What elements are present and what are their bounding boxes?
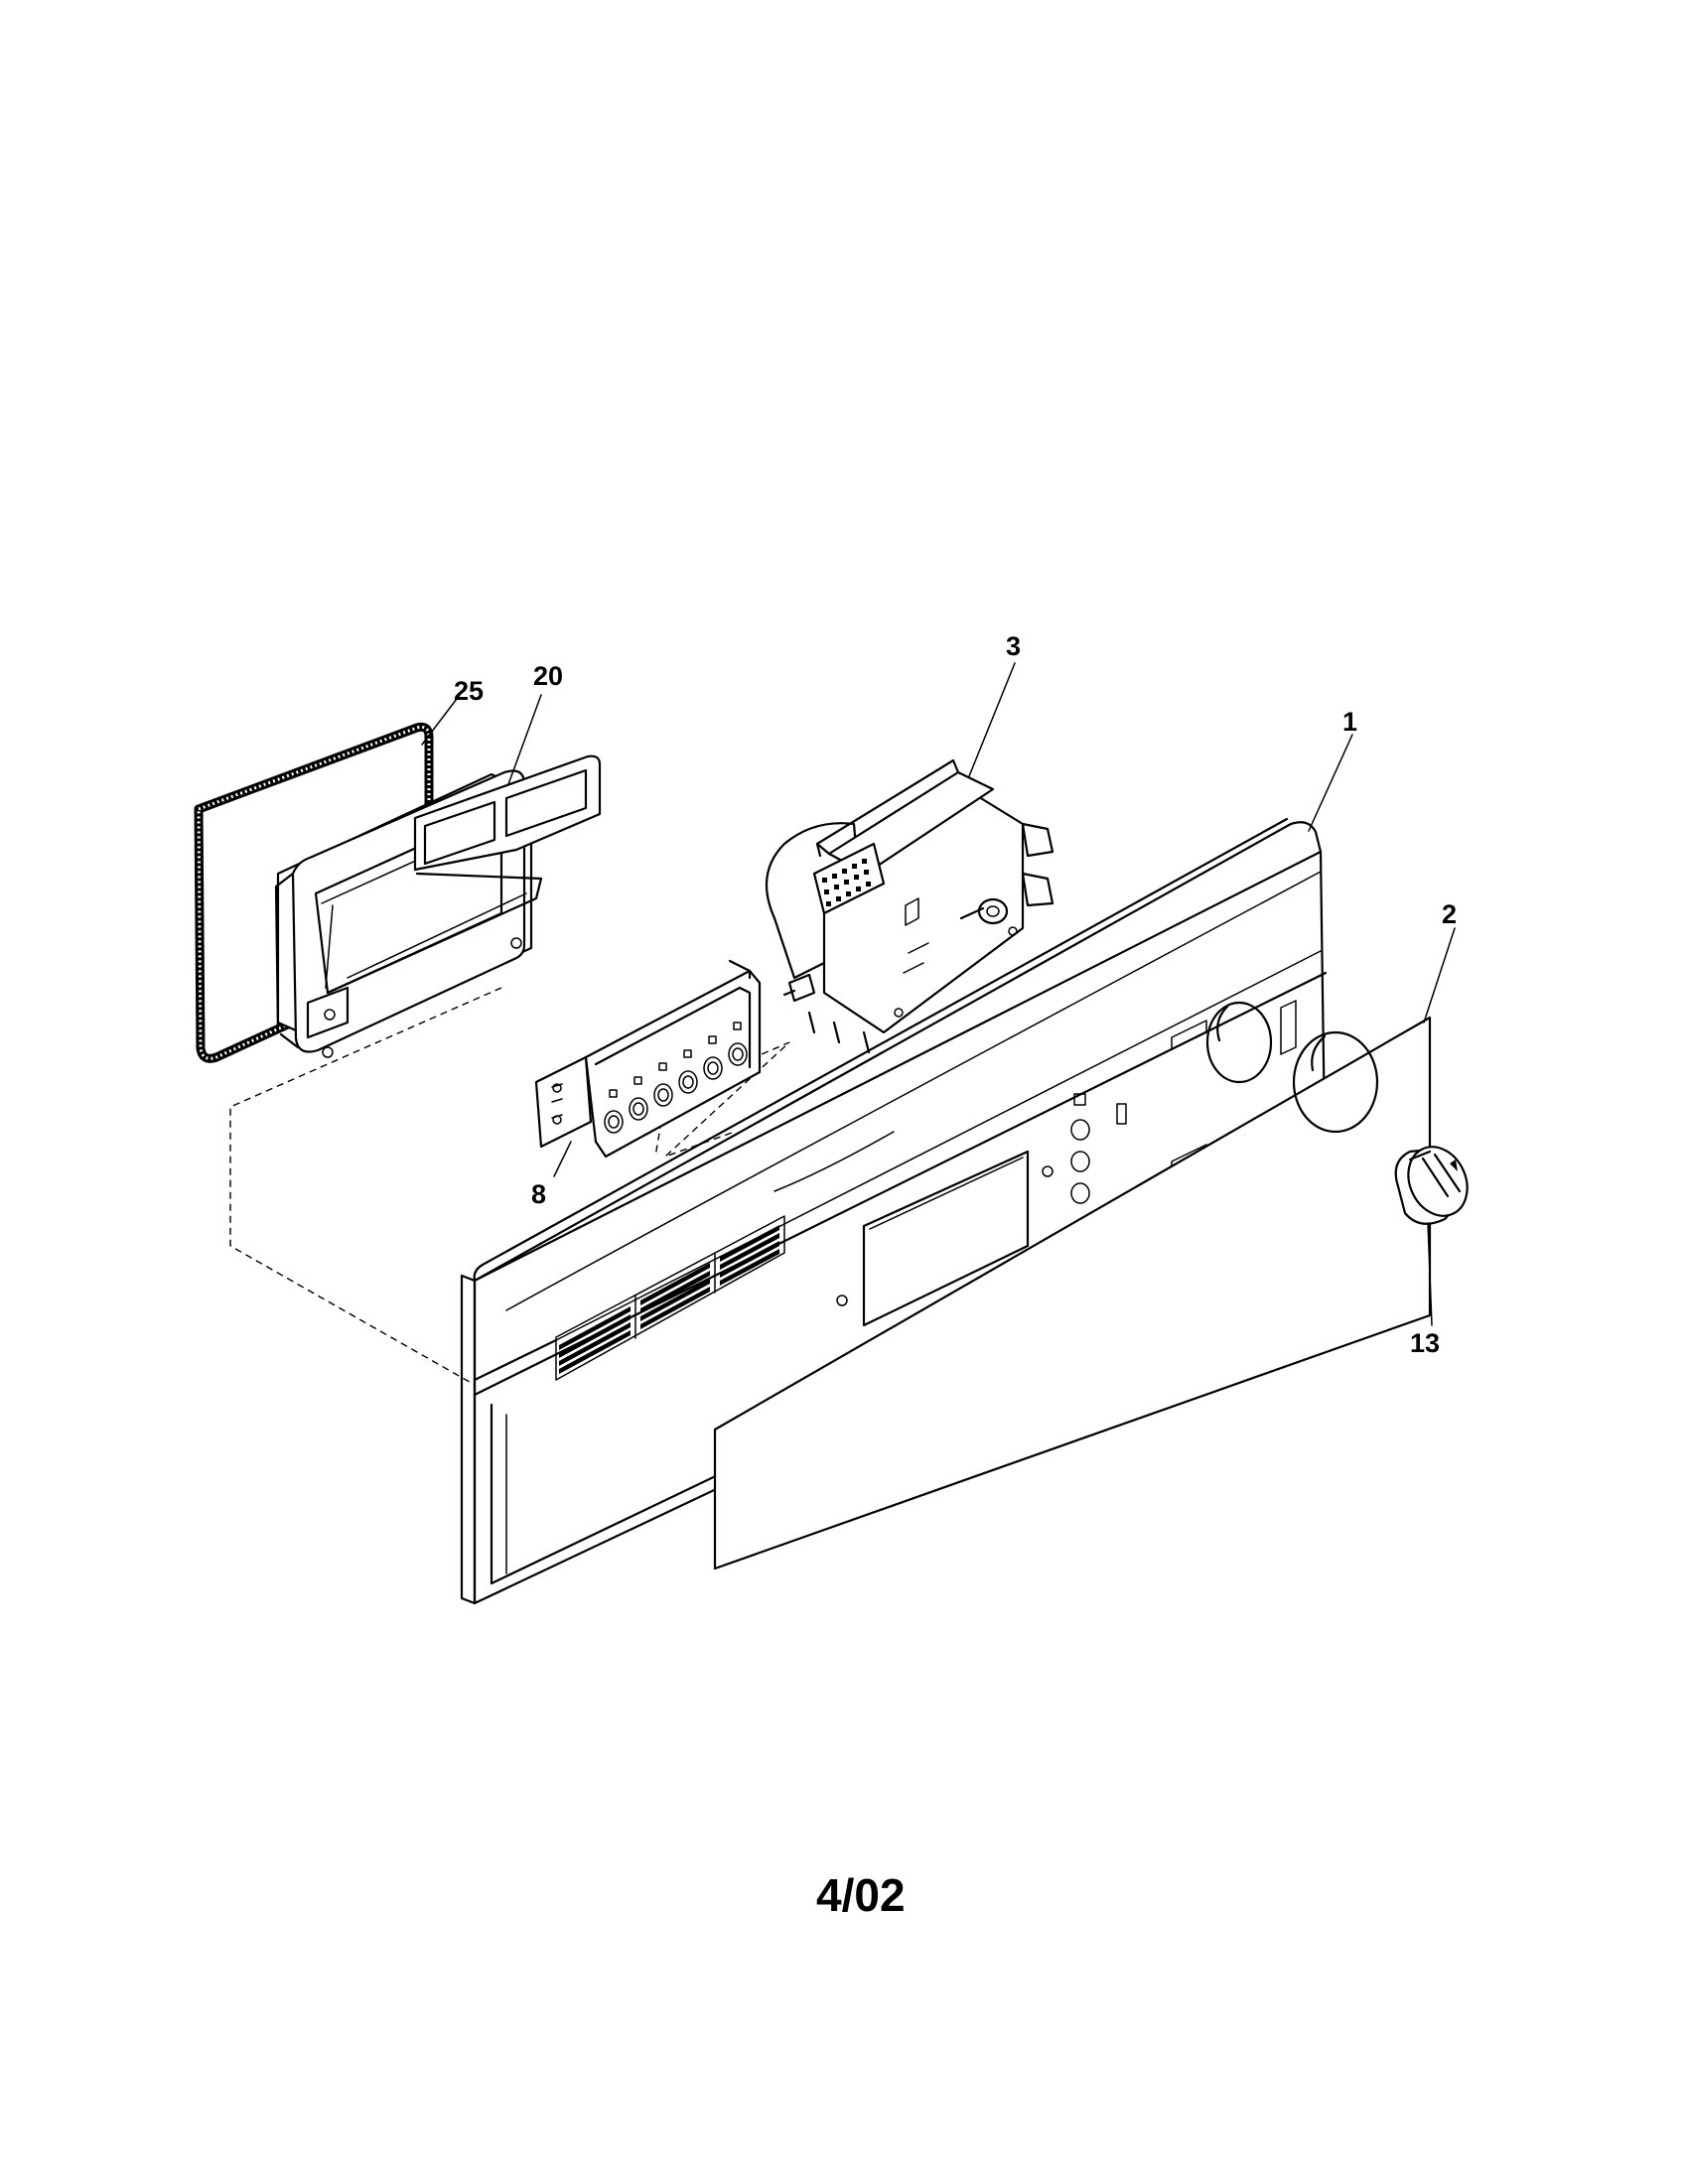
timer-module-part-3 [765,758,1055,1054]
console-panel-part-1 [460,734,1353,1605]
revision-date: 4/02 [816,1869,906,1921]
cover-part-20 [274,754,602,1058]
part-label-20: 20 [533,661,563,691]
part-label-2: 2 [1442,899,1457,929]
knob-part-13 [1394,1146,1469,1326]
part-label-25: 25 [454,676,484,706]
switch-assembly-part-8 [534,959,762,1159]
overlay-panel-part-2 [713,927,1456,1570]
vent-grille [555,1215,785,1381]
leader-lines [421,662,1016,1177]
part-label-13: 13 [1410,1328,1440,1358]
part-label-8: 8 [531,1179,546,1209]
part-label-1: 1 [1342,707,1357,737]
part-label-3: 3 [1006,631,1021,661]
part-labels: 1 2 3 8 13 20 25 [454,631,1457,1358]
